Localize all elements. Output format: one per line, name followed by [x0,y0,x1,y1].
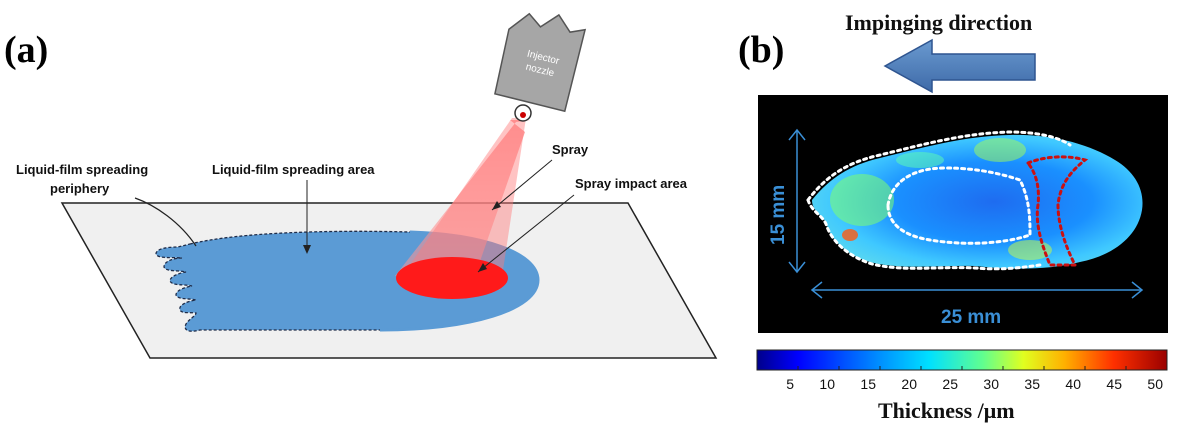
impact-leader [477,194,575,273]
spray-label: Spray [552,142,589,157]
height-dimension-label: 15 mm [768,185,789,245]
colorbar-tick-label: 5 [786,376,794,392]
injector-nozzle: Injector nozzle [494,12,587,113]
panel-b-label: (b) [738,29,784,71]
impact-label: Spray impact area [575,176,688,191]
periphery-label-line1: Liquid-film spreading [16,162,148,177]
periphery-label-line2: periphery [50,181,110,196]
spray-impact-area [396,257,508,299]
panel-a: (a) Injector nozzle Spray Spray impact a… [4,12,718,359]
spreading-area-label: Liquid-film spreading area [212,162,375,177]
colorbar-title: Thickness /μm [878,398,1015,423]
colorbar-tick-label: 35 [1024,376,1040,392]
width-dimension-label: 25 mm [941,307,1001,328]
colorbar-tick-label: 40 [1065,376,1081,392]
colorbar-tick-label: 10 [819,376,835,392]
colorbar-tick-label: 30 [983,376,999,392]
colorbar-tick-label: 50 [1147,376,1163,392]
panel-b: (b) Impinging direction 15 mm 25 mm [738,10,1168,423]
colorbar-tick-label: 15 [860,376,876,392]
spray-cone [395,120,530,290]
panel-a-label: (a) [4,29,48,71]
colorbar-tick-label: 25 [942,376,958,392]
impinging-direction-arrow [883,38,1036,94]
colorbar-tick-label: 20 [901,376,917,392]
film-thickness-map [812,134,1143,269]
periphery-leader [134,197,197,247]
spray-leader [491,159,553,211]
colorbar-tick-label: 45 [1106,376,1122,392]
colorbar-ticks: 5 10 15 20 25 30 35 40 45 50 [786,366,1168,392]
direction-label: Impinging direction [845,10,1032,35]
